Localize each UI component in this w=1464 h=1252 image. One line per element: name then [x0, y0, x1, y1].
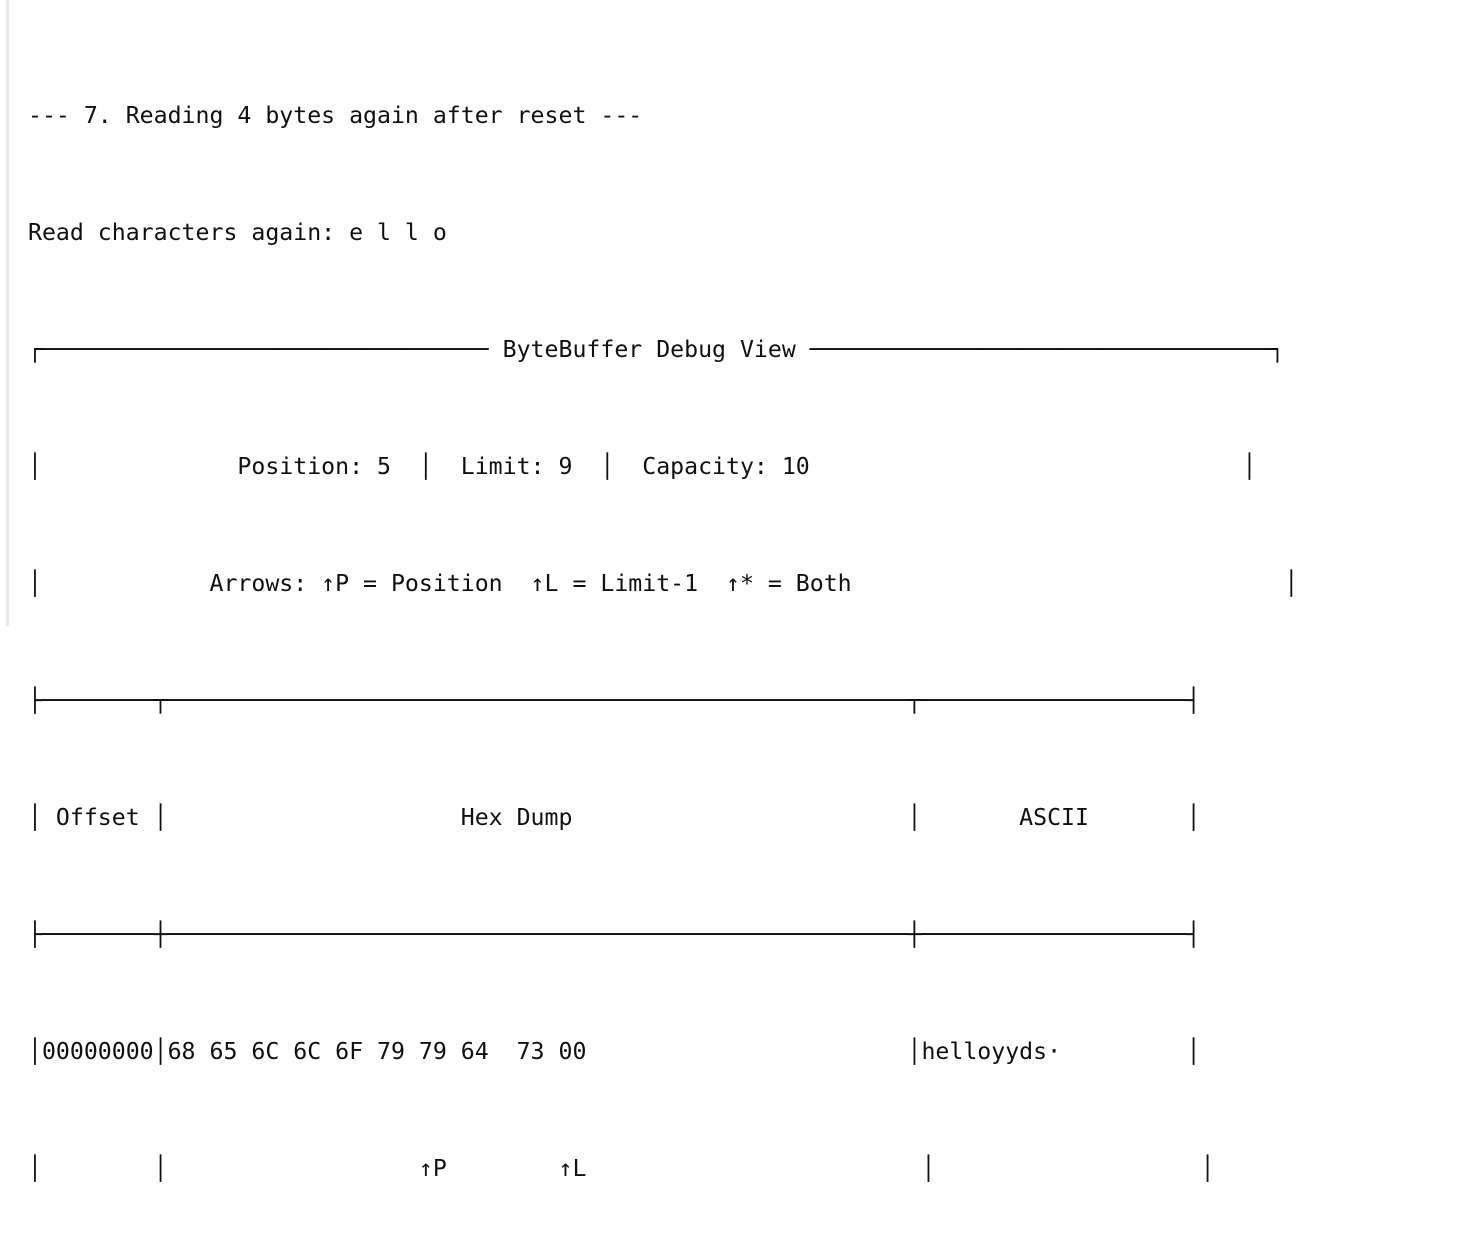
- section-header-line: --- 7. Reading 4 bytes again after reset…: [28, 102, 643, 129]
- console-output-pane[interactable]: --- 7. Reading 4 bytes again after reset…: [0, 0, 1464, 1182]
- debug-view-stats-line: │ Position: 5 │ Limit: 9 │ Capacity: 10 …: [28, 453, 1257, 480]
- read-characters-line: Read characters again: e l l o: [28, 219, 447, 246]
- table-arrow-marker-row: │ │ ↑P ↑L │ │: [28, 1155, 1215, 1182]
- table-separator-top: ├────────┬──────────────────────────────…: [28, 687, 1201, 714]
- table-separator-mid: ├────────┼──────────────────────────────…: [28, 921, 1201, 948]
- table-column-header-row: │ Offset │ Hex Dump │ ASCII │: [28, 804, 1201, 831]
- debug-view-top-border: ┌──────────────────────────────── ByteBu…: [28, 336, 1285, 363]
- console-left-gutter: [6, 0, 9, 626]
- debug-view-arrows-legend: │ Arrows: ↑P = Position ↑L = Limit-1 ↑* …: [28, 570, 1299, 597]
- table-data-row: │00000000│68 65 6C 6C 6F 79 79 64 73 00 …: [28, 1038, 1201, 1065]
